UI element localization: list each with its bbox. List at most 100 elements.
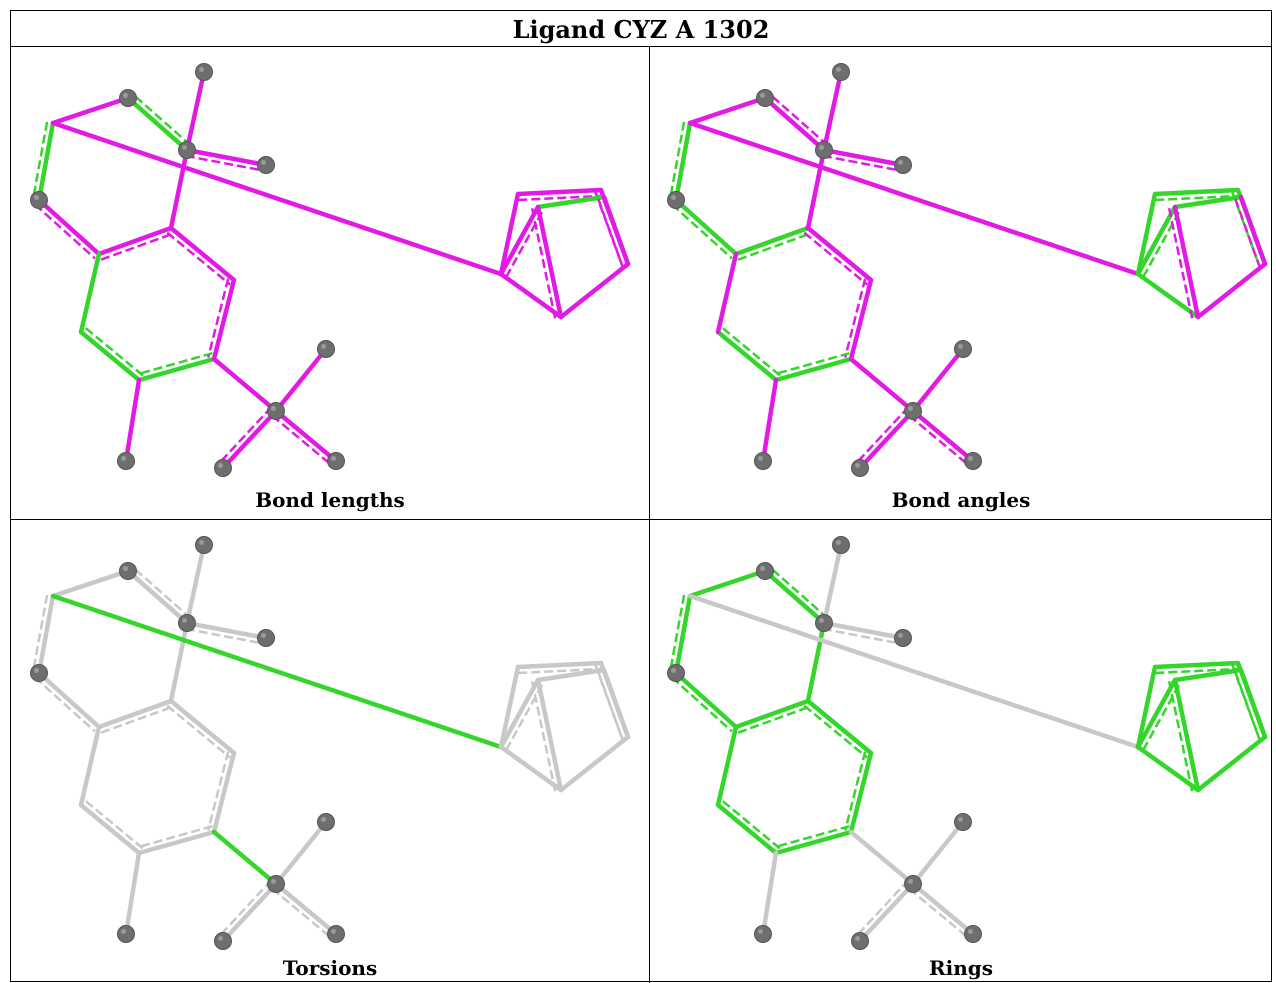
- atom-a3: [30, 664, 48, 682]
- molecule-graph: [667, 63, 1268, 477]
- bond-a14-a16: [217, 406, 279, 471]
- bond-a3-a4: [671, 670, 739, 733]
- atom-a15: [954, 813, 972, 831]
- bond-a2-p1: [687, 120, 1141, 277]
- atom-a14: [267, 402, 285, 420]
- bond-a5-a9: [166, 225, 237, 286]
- bond-a10-a14: [848, 829, 916, 887]
- bond-p2-p3: [515, 187, 604, 202]
- bond-q1-q2: [1172, 194, 1244, 210]
- atom-highlight: [968, 929, 973, 934]
- atom-highlight: [836, 67, 841, 72]
- atom-a13: [117, 452, 135, 470]
- bond-a5-a9: [166, 698, 237, 759]
- atom-a6: [178, 141, 196, 159]
- bond-a2-p1: [50, 120, 504, 277]
- bond-p4-p5: [1195, 261, 1268, 320]
- bond-q1-q2: [1172, 667, 1244, 683]
- molecule-bond-lengths: [30, 63, 631, 477]
- atom-a15: [317, 813, 335, 831]
- bond-q1-p5: [1167, 677, 1201, 793]
- atom-highlight: [671, 195, 676, 200]
- atom-a16: [851, 932, 869, 950]
- validation-figure: Ligand CYZ A 1302 Bond lengths Bond angl…: [10, 10, 1272, 983]
- bond-a6-a1: [125, 565, 192, 626]
- atom-a8: [257, 629, 275, 647]
- bond-a1-a2: [687, 95, 768, 126]
- atom-a6: [815, 141, 833, 159]
- atom-a3: [667, 664, 685, 682]
- atom-a14: [904, 402, 922, 420]
- bond-a4-a5: [96, 698, 174, 734]
- atom-highlight: [121, 929, 126, 934]
- bond-p1-q1: [1135, 204, 1182, 278]
- atom-highlight: [261, 633, 266, 638]
- bond-a14-a17: [908, 881, 976, 940]
- bond-a12-a4: [715, 724, 739, 808]
- bond-a6-a7: [184, 542, 207, 626]
- atom-a15: [954, 340, 972, 358]
- bond-a5-a6: [168, 147, 190, 231]
- bond-p5-p1: [498, 744, 564, 793]
- bond-a2-p1: [687, 593, 1141, 750]
- bond-a4-a5: [733, 698, 811, 734]
- atom-highlight: [123, 566, 128, 571]
- bond-p4-p5: [558, 261, 631, 320]
- atom-highlight: [968, 456, 973, 461]
- bond-a6-a7: [184, 69, 207, 153]
- atom-a3: [667, 191, 685, 209]
- atom-highlight: [958, 344, 963, 349]
- bond-a10-a11: [136, 825, 217, 856]
- atom-highlight: [218, 463, 223, 468]
- bond-q1-q2: [535, 194, 607, 210]
- bond-a14-a15: [273, 819, 329, 887]
- bond-q1-p5: [1167, 204, 1201, 320]
- atom-highlight: [898, 633, 903, 638]
- bond-a9-a10: [843, 277, 874, 362]
- atom-a8: [894, 156, 912, 174]
- bond-a10-a11: [773, 825, 854, 856]
- bond-q2-p4: [597, 667, 631, 740]
- bond-a12-a4: [715, 251, 739, 335]
- atom-highlight: [908, 406, 913, 411]
- bond-q1-q2: [535, 667, 607, 683]
- atom-highlight: [855, 463, 860, 468]
- bond-a2-a3: [31, 593, 56, 676]
- atom-a13: [117, 925, 135, 943]
- atom-highlight: [855, 936, 860, 941]
- atom-a7: [195, 63, 213, 81]
- bond-a6-a7: [821, 69, 844, 153]
- bond-a6-a8: [821, 147, 906, 173]
- atom-highlight: [271, 406, 276, 411]
- molecule-graph: [667, 536, 1268, 950]
- atom-a17: [964, 452, 982, 470]
- caption-torsions: Torsions: [282, 956, 378, 980]
- atom-a13: [754, 925, 772, 943]
- bond-a11-a13: [123, 377, 142, 464]
- molecule-torsions: [30, 536, 631, 950]
- bond-a11-a12: [78, 799, 144, 856]
- atom-highlight: [321, 817, 326, 822]
- panel-rings: Rings: [650, 520, 1272, 982]
- atom-highlight: [218, 936, 223, 941]
- atom-highlight: [34, 668, 39, 673]
- bond-q1-p5: [530, 677, 564, 793]
- bond-p1-p2: [1135, 191, 1158, 277]
- bond-a5-a9: [803, 698, 874, 759]
- bond-a11-a13: [123, 850, 142, 937]
- atom-highlight: [182, 618, 187, 623]
- bond-a3-a4: [34, 670, 102, 733]
- atom-a8: [894, 629, 912, 647]
- molecule-bond-angles: [667, 63, 1268, 477]
- bond-a6-a1: [762, 92, 829, 153]
- atom-highlight: [271, 879, 276, 884]
- bond-q2-p4: [1234, 194, 1268, 267]
- atom-a16: [214, 932, 232, 950]
- bond-p1-q1: [1135, 677, 1182, 751]
- bond-a4-a5: [733, 225, 811, 261]
- atom-highlight: [199, 67, 204, 72]
- atom-a16: [851, 459, 869, 477]
- atom-a17: [327, 925, 345, 943]
- bond-a9-a10: [206, 277, 237, 362]
- atom-highlight: [908, 879, 913, 884]
